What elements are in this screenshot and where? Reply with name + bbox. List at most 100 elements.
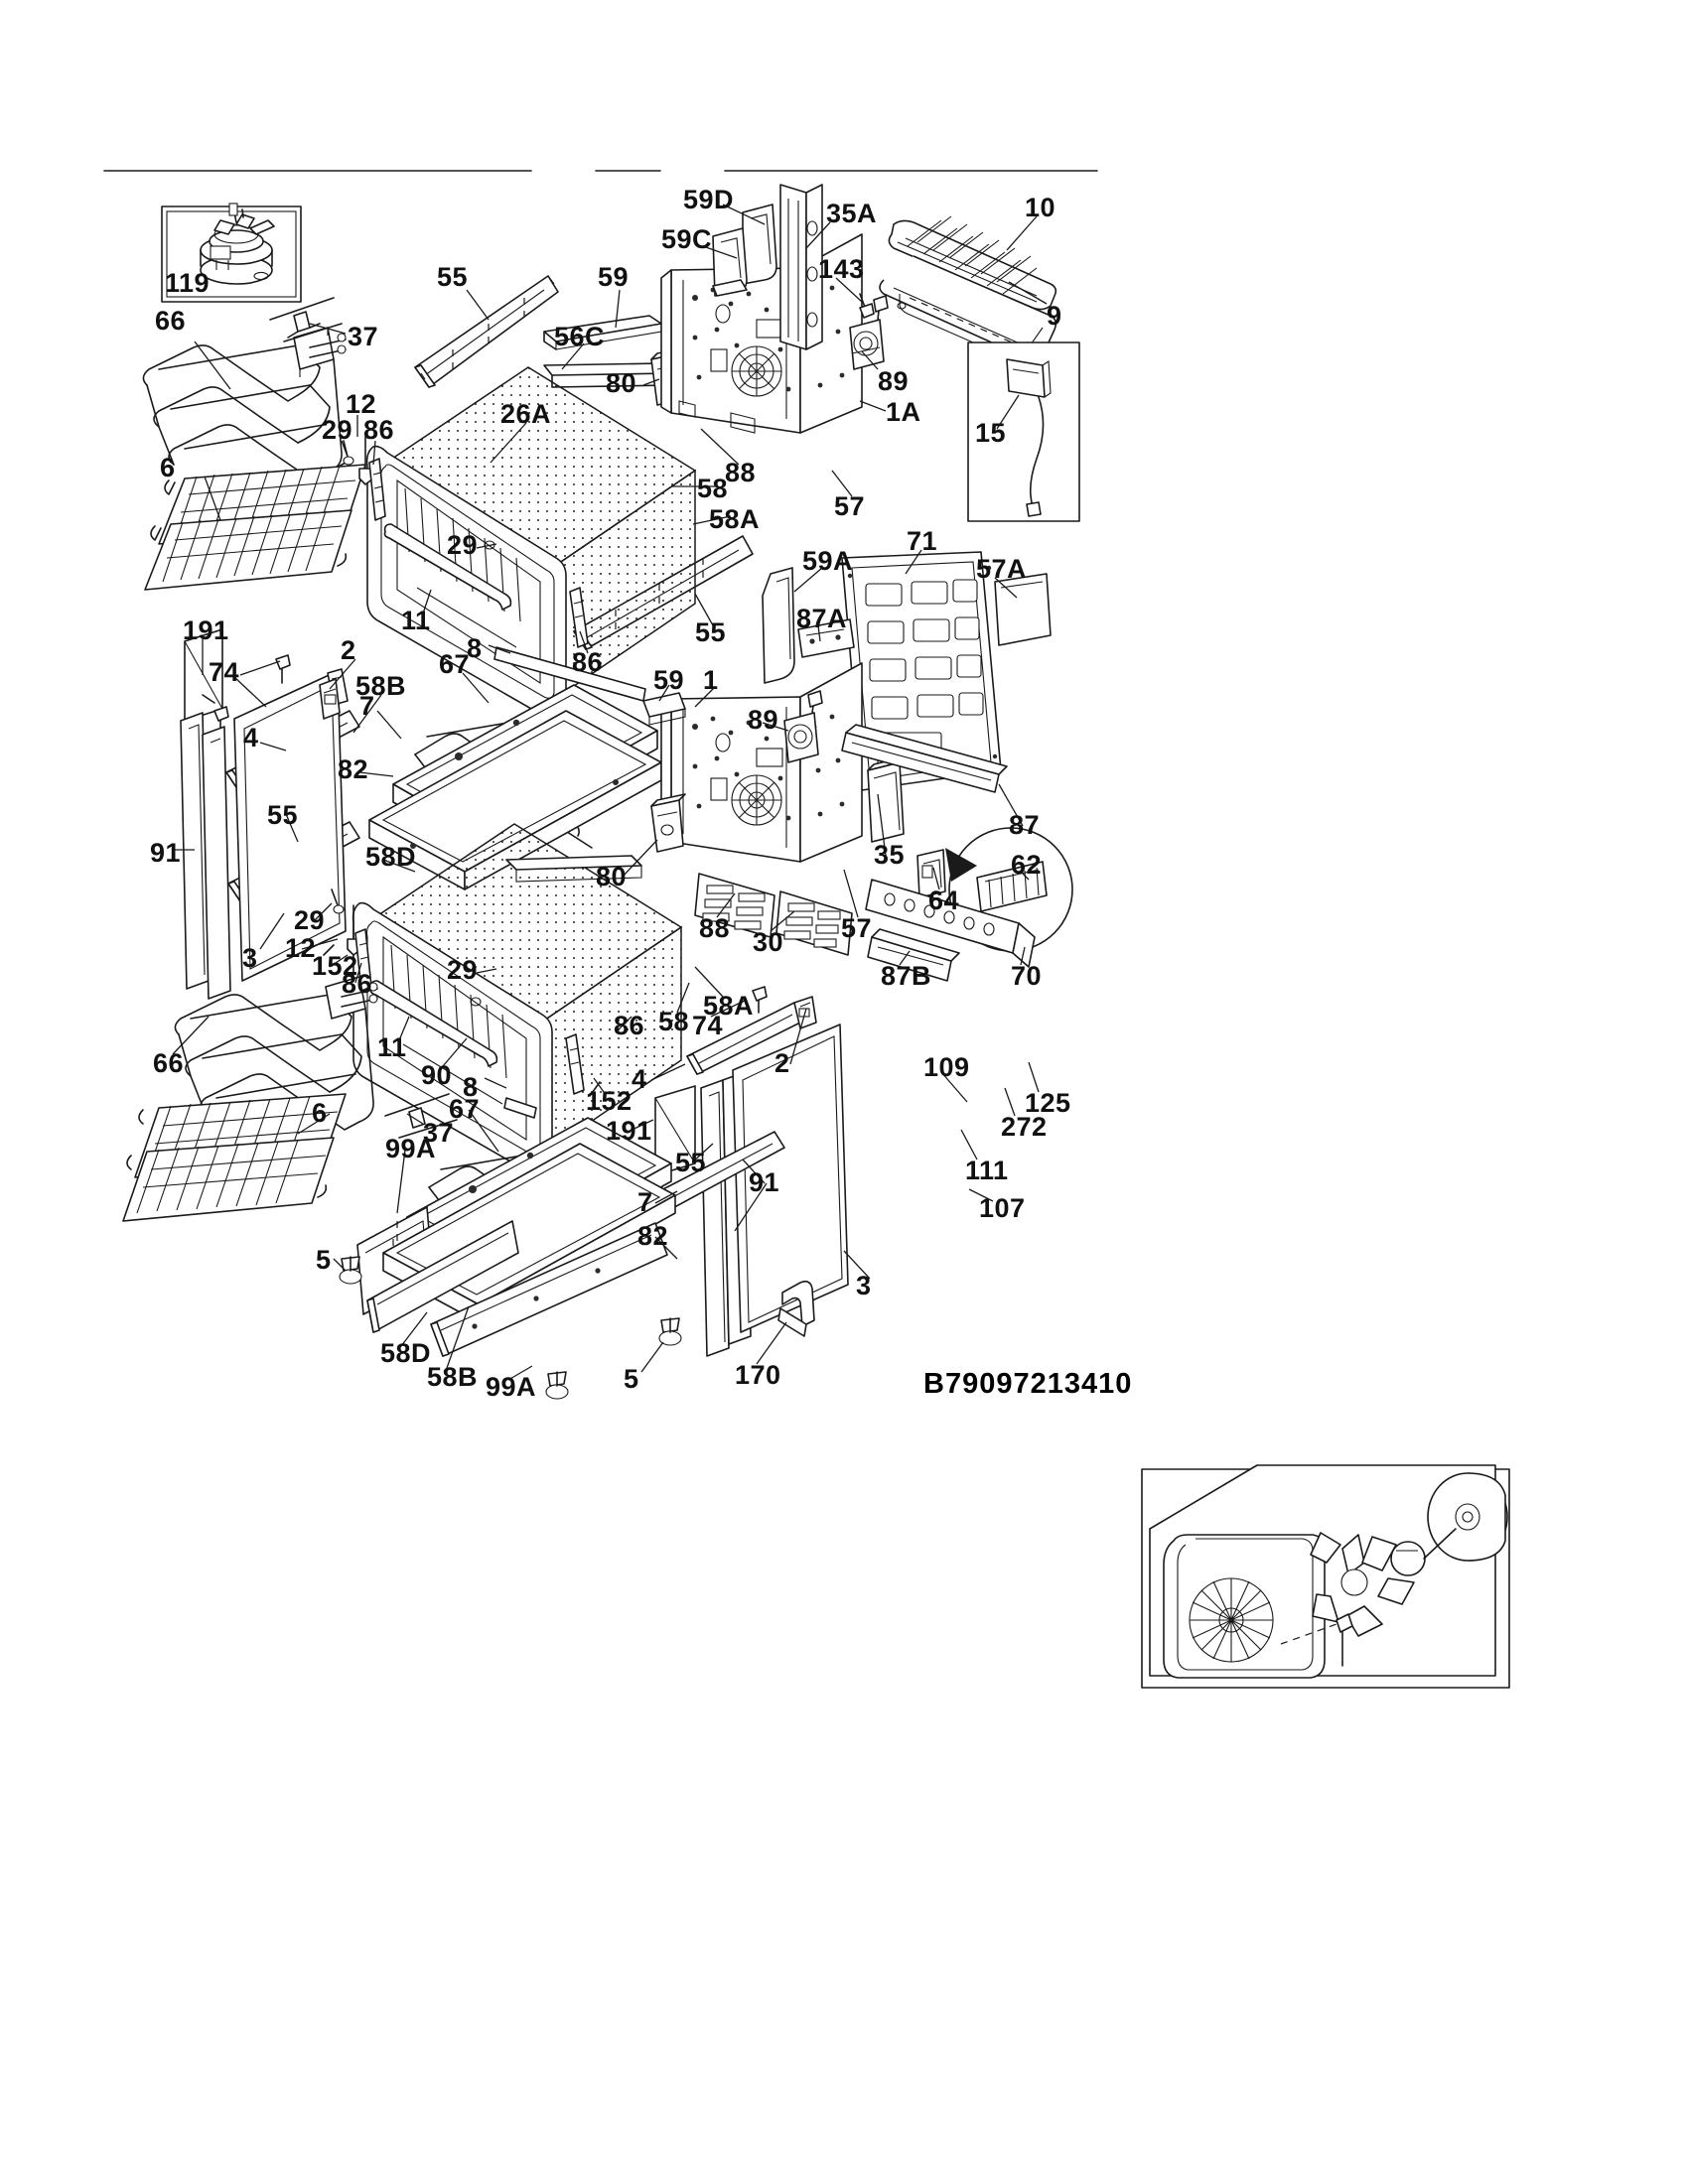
callout-55c: 55 bbox=[267, 800, 299, 830]
callout-4b: 4 bbox=[632, 1064, 647, 1094]
part-6-oven-racks-upper bbox=[144, 464, 366, 591]
callout-152b: 152 bbox=[586, 1086, 633, 1116]
parts-191-74-left bbox=[184, 628, 291, 736]
part-89-latch-motor-upper bbox=[849, 295, 889, 370]
callout-58B: 58B bbox=[355, 671, 407, 701]
parts-87-87B-trim bbox=[841, 724, 1008, 982]
callout-56C: 56C bbox=[554, 322, 606, 351]
callout-37b: 37 bbox=[423, 1118, 455, 1148]
callout-87A: 87A bbox=[796, 604, 848, 633]
callout-29: 29 bbox=[322, 415, 353, 445]
callout-59b: 59 bbox=[653, 665, 685, 695]
callout-66b: 66 bbox=[153, 1048, 185, 1078]
callout-89: 89 bbox=[878, 366, 910, 396]
callout-86b: 86 bbox=[572, 647, 604, 677]
inset-119-thermostat bbox=[161, 203, 302, 303]
callout-59A: 59A bbox=[802, 546, 854, 576]
callout-15: 15 bbox=[975, 418, 1007, 448]
callout-58D: 58D bbox=[365, 842, 417, 872]
callout-59D: 59D bbox=[683, 185, 735, 214]
callout-57b: 57 bbox=[841, 913, 873, 943]
callout-8: 8 bbox=[467, 633, 483, 663]
callout-74: 74 bbox=[209, 657, 240, 687]
callout-57A: 57A bbox=[976, 554, 1028, 584]
callout-2: 2 bbox=[341, 635, 356, 665]
callout-82: 82 bbox=[338, 754, 369, 784]
callout-58Bb: 58B bbox=[427, 1362, 479, 1392]
callout-64: 64 bbox=[928, 886, 960, 915]
callout-88b: 88 bbox=[699, 913, 731, 943]
callout-170: 170 bbox=[735, 1360, 781, 1390]
callout-3b: 3 bbox=[856, 1271, 872, 1300]
callout-66: 66 bbox=[155, 306, 187, 336]
callout-143: 143 bbox=[818, 254, 865, 284]
callout-57: 57 bbox=[834, 491, 866, 521]
callout-29c: 29 bbox=[294, 905, 326, 935]
callout-29d: 29 bbox=[447, 955, 479, 985]
part-170-bracket bbox=[777, 1281, 815, 1337]
callout-89b: 89 bbox=[748, 705, 779, 735]
part-70-strip bbox=[865, 879, 1036, 968]
part-91-side-panel bbox=[180, 712, 231, 1000]
callout-55: 55 bbox=[437, 262, 469, 292]
callout-7b: 7 bbox=[637, 1187, 653, 1217]
lower-oven-cavity bbox=[352, 823, 683, 1179]
part-37-bracket-upper bbox=[269, 297, 343, 342]
callout-191: 191 bbox=[183, 615, 229, 645]
parts-12-29-86-upper bbox=[343, 436, 589, 648]
diagram-part-number: B79097213410 bbox=[923, 1368, 1133, 1400]
callout-11b: 11 bbox=[377, 1032, 407, 1062]
callout-30: 30 bbox=[753, 927, 784, 957]
callout-91: 91 bbox=[150, 838, 182, 868]
parts-59A-87A bbox=[762, 567, 855, 684]
callout-152: 152 bbox=[312, 951, 358, 981]
callout-87B: 87B bbox=[881, 961, 932, 991]
part-55-panel-upper bbox=[414, 275, 559, 388]
callout-86: 86 bbox=[363, 415, 395, 445]
callout-109: 109 bbox=[923, 1052, 970, 1082]
callout-70: 70 bbox=[1011, 961, 1043, 991]
callout-86d: 86 bbox=[614, 1011, 645, 1040]
callout-9: 9 bbox=[1047, 301, 1062, 331]
callout-5: 5 bbox=[316, 1245, 332, 1275]
callout-35A: 35A bbox=[826, 199, 878, 228]
callout-26A: 26A bbox=[500, 399, 552, 429]
callout-119: 119 bbox=[165, 268, 211, 298]
callout-5b: 5 bbox=[624, 1364, 639, 1394]
callout-1A: 1A bbox=[886, 397, 921, 427]
part-2-latch-lower-left bbox=[319, 678, 341, 720]
leader-lines bbox=[172, 204, 1048, 1381]
callout-12b: 12 bbox=[285, 933, 317, 963]
callout-191b: 191 bbox=[606, 1116, 652, 1146]
callout-111: 111 bbox=[965, 1156, 1009, 1185]
callout-55d: 55 bbox=[675, 1148, 707, 1177]
callout-58b: 58 bbox=[658, 1007, 690, 1036]
callout-87: 87 bbox=[1009, 810, 1041, 840]
part-3-door-left bbox=[233, 668, 349, 982]
callout-4: 4 bbox=[243, 723, 259, 752]
fan-blade-109 bbox=[1310, 1532, 1415, 1637]
callout-91b: 91 bbox=[749, 1167, 780, 1197]
callout-58: 58 bbox=[697, 474, 729, 503]
parts-7-82-lower-base bbox=[366, 1143, 676, 1357]
callout-59: 59 bbox=[598, 262, 630, 292]
inset-15-sensor bbox=[967, 341, 1080, 522]
callout-37: 37 bbox=[348, 322, 379, 351]
callout-59C: 59C bbox=[661, 224, 713, 254]
part-71-rear-cover bbox=[841, 551, 1002, 791]
callout-35: 35 bbox=[874, 840, 906, 870]
callout-7: 7 bbox=[359, 691, 375, 721]
callout-67: 67 bbox=[439, 649, 471, 679]
callout-29b: 29 bbox=[447, 530, 479, 560]
parts-5-leveling-legs bbox=[339, 1256, 682, 1400]
callout-107: 107 bbox=[979, 1193, 1026, 1223]
callout-99A: 99A bbox=[385, 1134, 437, 1163]
callout-55b: 55 bbox=[695, 617, 727, 647]
part-35-block bbox=[867, 755, 907, 843]
parts-35A-59C-59D bbox=[712, 184, 875, 350]
callout-74b: 74 bbox=[692, 1011, 724, 1040]
callout-8b: 8 bbox=[463, 1072, 479, 1102]
callout-6: 6 bbox=[160, 453, 176, 482]
callout-125: 125 bbox=[1025, 1088, 1071, 1118]
callout-88: 88 bbox=[725, 458, 757, 487]
